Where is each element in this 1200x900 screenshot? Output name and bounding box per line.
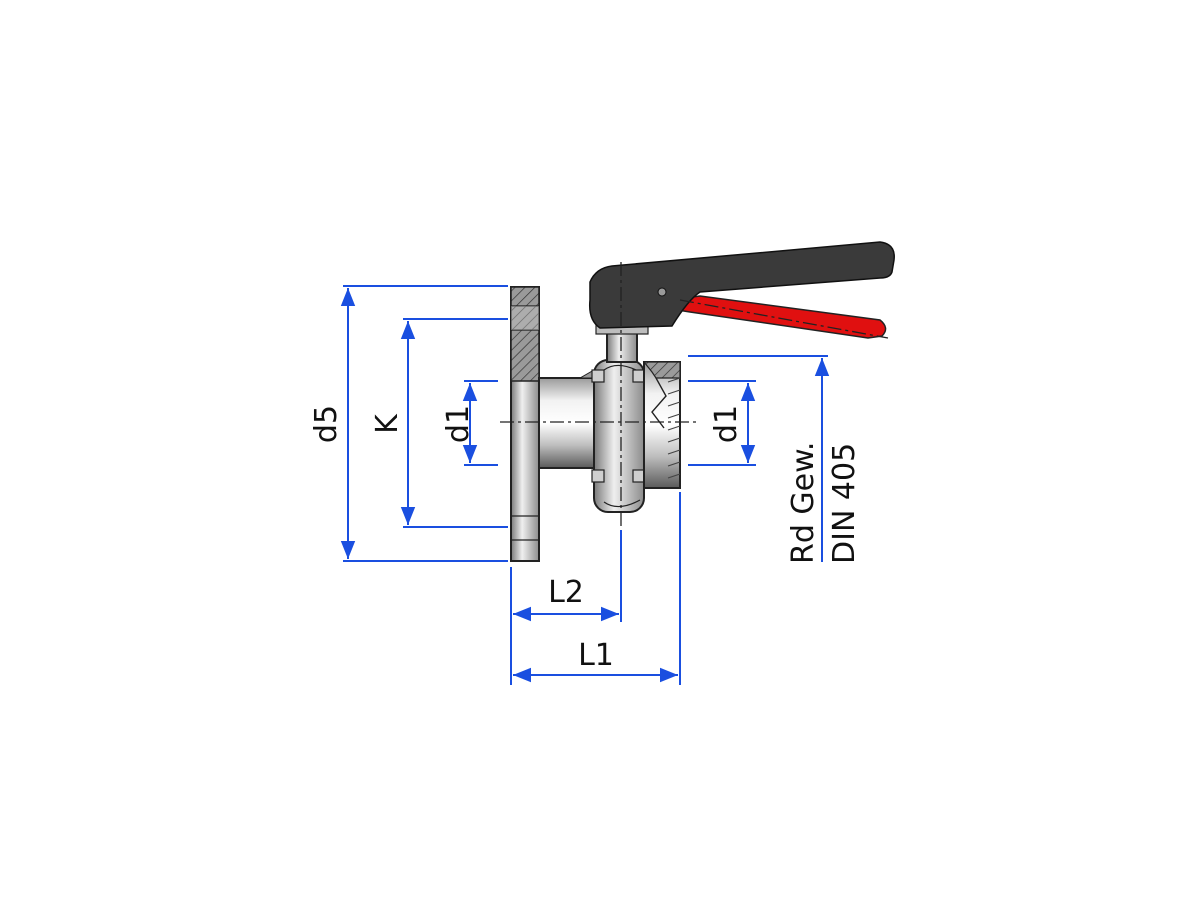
label-thread-line1: Rd Gew. <box>786 442 821 564</box>
label-l1: L1 <box>578 638 614 673</box>
flange-section-hatch <box>510 286 540 382</box>
handle-open-position <box>639 295 887 339</box>
pipe-neck <box>538 377 595 469</box>
thread-lines <box>667 377 681 479</box>
valve-body <box>510 286 681 562</box>
handle-pivot <box>657 287 667 297</box>
handle-closed-position <box>588 241 895 329</box>
valve-housing <box>593 359 645 513</box>
label-d1-right: d1 <box>709 405 744 443</box>
label-d5: d5 <box>309 405 344 443</box>
dimension-lines <box>340 285 830 685</box>
label-thread-line2: DIN 405 <box>827 443 862 564</box>
label-l2: L2 <box>548 575 584 610</box>
label-d1-left: d1 <box>441 405 476 443</box>
label-k: K <box>370 413 405 434</box>
